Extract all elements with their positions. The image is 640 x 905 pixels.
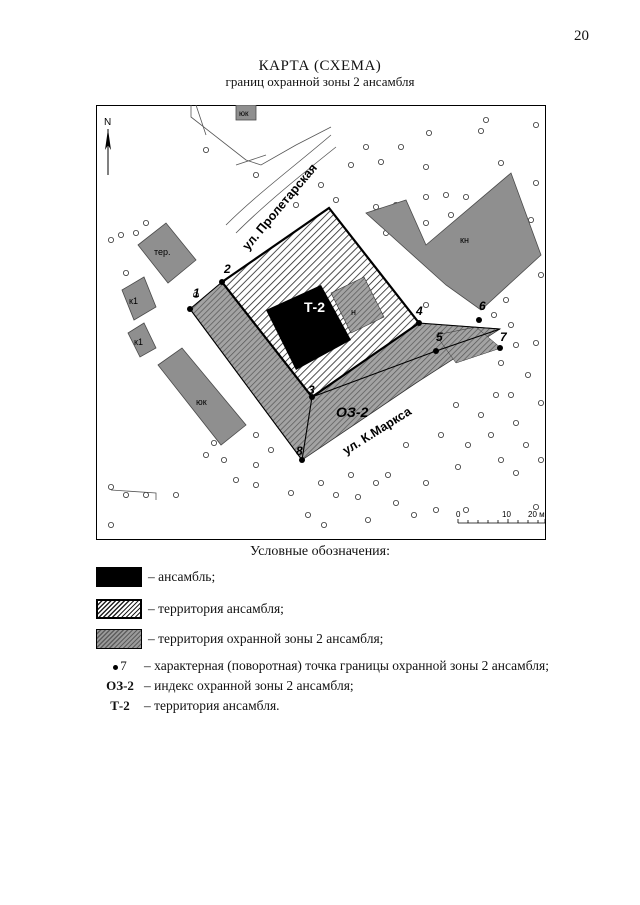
point-dot-icon [113, 664, 119, 670]
label-k1a: к1 [129, 296, 138, 306]
turning-points [187, 279, 503, 463]
scale-tick-20: 20 м [528, 510, 545, 519]
point-label-7: 7 [500, 330, 508, 344]
scale-tick-0: 0 [456, 510, 461, 519]
map-scheme: N [96, 105, 546, 540]
legend-symbol-t2: Т-2 [110, 698, 130, 713]
label-k1b: к1 [134, 337, 143, 347]
legend-item-ensemble: – ансамбль; [96, 566, 215, 588]
label-ok-top: юк [239, 109, 249, 118]
ensemble-annex [330, 276, 385, 334]
legend-item-territory: – территория ансамбля; [96, 598, 284, 620]
point-label-1: 1 [193, 286, 200, 300]
buildings [121, 105, 542, 446]
building-ter [137, 222, 197, 284]
legend-text-index: – индекс охранной зоны 2 ансамбля; [144, 678, 354, 693]
building-k1a [121, 276, 157, 321]
scale-tick-10: 10 [502, 510, 511, 519]
building-ok [157, 347, 247, 446]
legend-text-t2: – территория ансамбля. [144, 698, 280, 713]
legend-item-point: 7 – характерная (поворотная) точка грани… [96, 655, 549, 677]
legend-item-index: ОЗ-2 – индекс охранной зоны 2 ансамбля; [96, 675, 354, 697]
north-arrow-icon: N [104, 117, 111, 175]
label-t2: Т-2 [304, 299, 325, 315]
label-oz2: ОЗ-2 [336, 404, 369, 420]
tree-markers [107, 116, 544, 528]
legend-symbol-point-text: 7 [120, 658, 127, 673]
legend-text-protected-zone: – территория охранной зоны 2 ансамбля; [148, 631, 384, 646]
ensemble-building [266, 285, 351, 370]
point-label-8: 8 [296, 444, 303, 458]
point-label-3: 3 [308, 383, 315, 397]
map-title: КАРТА (СХЕМА) [258, 58, 382, 74]
legend-swatch-black [96, 567, 142, 587]
label-ter: тер. [154, 247, 171, 257]
legend-text-point: – характерная (поворотная) точка границы… [144, 658, 549, 673]
legend-symbol-oz2: ОЗ-2 [106, 678, 134, 693]
legend-swatch-hatch [96, 599, 142, 619]
roads [110, 105, 337, 500]
label-kn: кн [460, 235, 469, 245]
legend-swatch-gray [96, 629, 142, 649]
legend-text-territory: – территория ансамбля; [148, 601, 284, 616]
legend-symbol-point: 7 [96, 658, 144, 674]
legend-title: Условные обозначения: [249, 544, 391, 559]
legend-text-ensemble: – ансамбль; [148, 569, 216, 584]
north-label: N [104, 117, 111, 128]
label-n: н [351, 307, 356, 317]
label-ok: юк [196, 397, 207, 407]
point-label-6: 6 [479, 299, 486, 313]
legend-item-t2: Т-2 – территория ансамбля. [96, 695, 280, 717]
point-label-5: 5 [436, 330, 443, 344]
building-top [235, 105, 257, 121]
map-subtitle: границ охранной зоны 2 ансамбля [225, 74, 415, 89]
point-label-4: 4 [415, 304, 423, 318]
page-number: 20 [574, 28, 589, 44]
scale-bar [457, 519, 546, 524]
zone-boundary [189, 207, 501, 462]
building-k1b [127, 322, 157, 358]
building-kn [365, 172, 542, 311]
point-label-2: 2 [223, 262, 231, 276]
legend-item-protected-zone: – территория охранной зоны 2 ансамбля; [96, 628, 383, 650]
